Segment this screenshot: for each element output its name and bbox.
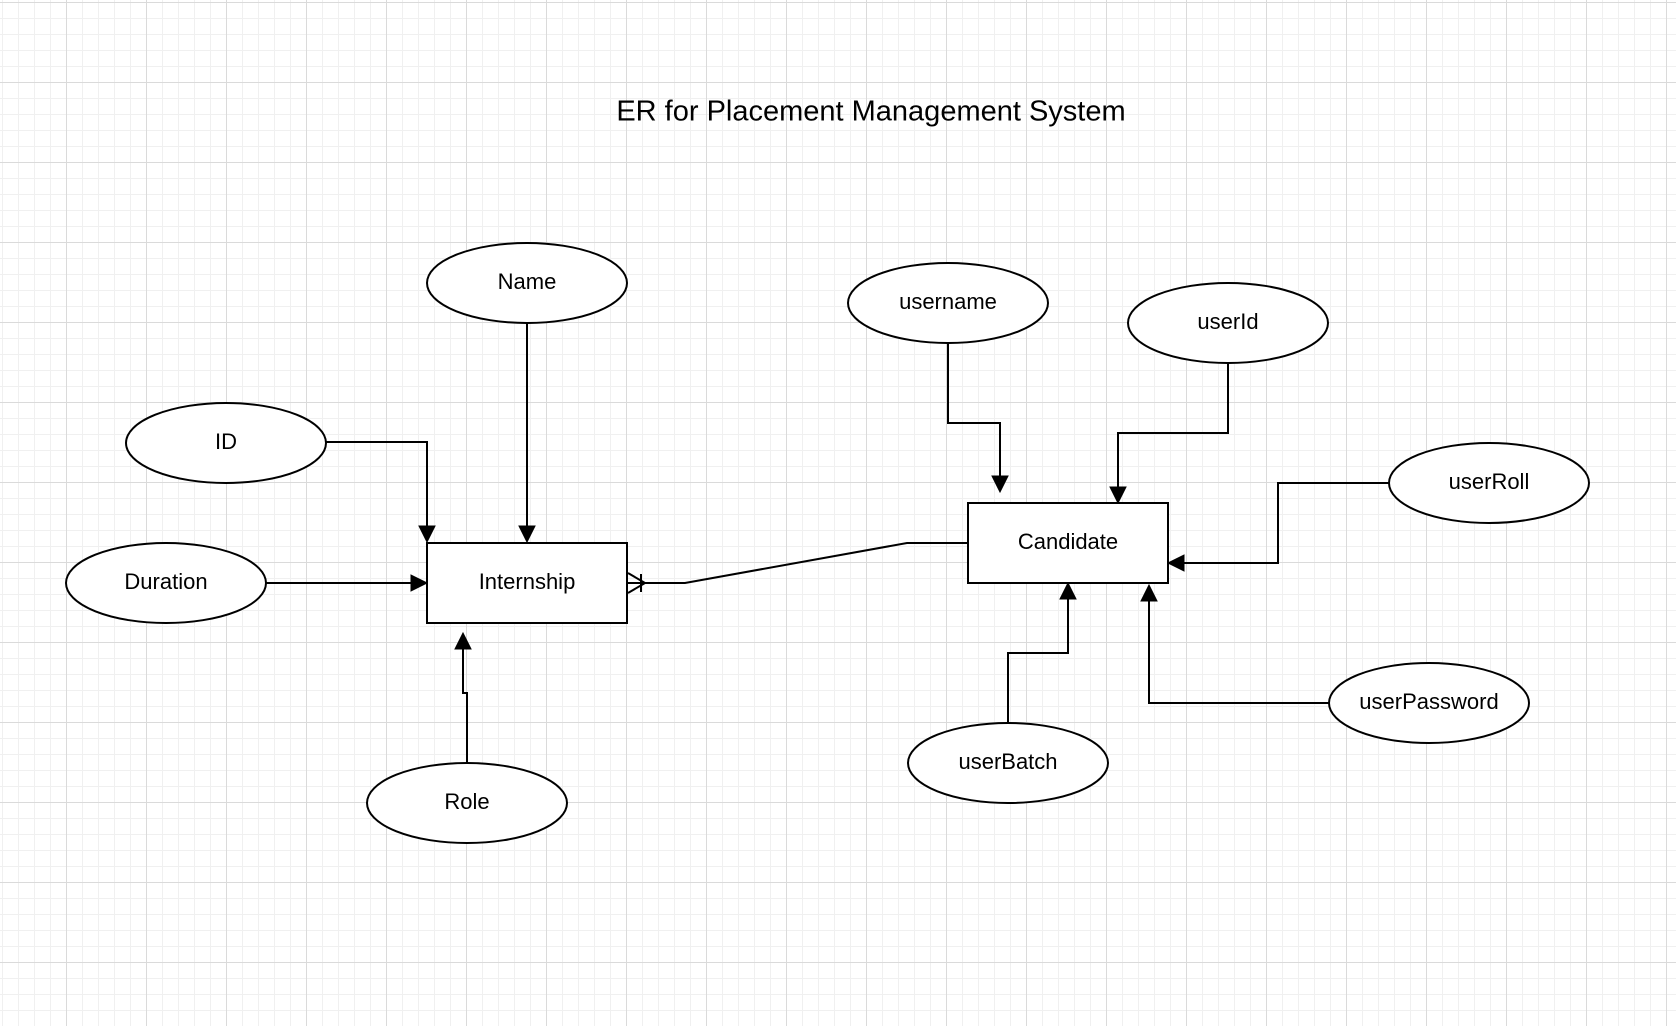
arrowhead-name-internship xyxy=(518,525,536,544)
attribute-userbatch[interactable]: userBatch xyxy=(907,722,1109,804)
attribute-name[interactable]: Name xyxy=(426,242,628,324)
entity-candidate-label: Candidate xyxy=(1018,529,1118,554)
attribute-userid-label: userId xyxy=(1197,309,1258,334)
attribute-userid[interactable]: userId xyxy=(1127,282,1329,364)
attribute-userpassword[interactable]: userPassword xyxy=(1328,662,1530,744)
attribute-id-label: ID xyxy=(215,429,237,454)
arrowhead-userpassword-candidate xyxy=(1140,583,1158,602)
attribute-role[interactable]: Role xyxy=(366,762,568,844)
connector-id-internship xyxy=(326,441,428,532)
connector-username-candidate xyxy=(947,343,1001,481)
attribute-duration-label: Duration xyxy=(124,569,207,594)
entity-candidate[interactable]: Candidate xyxy=(967,502,1169,584)
attribute-username[interactable]: username xyxy=(847,262,1049,344)
arrowhead-userroll-candidate xyxy=(1166,554,1185,572)
arrowhead-id-internship xyxy=(418,525,436,544)
entity-internship[interactable]: Internship xyxy=(426,542,628,624)
attribute-id[interactable]: ID xyxy=(125,402,327,484)
connector-userroll-candidate xyxy=(1180,482,1389,564)
attribute-username-label: username xyxy=(899,289,997,314)
attribute-duration[interactable]: Duration xyxy=(65,542,267,624)
connector-userid-candidate xyxy=(1117,363,1229,492)
connector-role-internship xyxy=(462,644,468,763)
arrowhead-userid-candidate xyxy=(1109,486,1127,505)
attribute-userpassword-label: userPassword xyxy=(1359,689,1498,714)
arrowhead-username-candidate xyxy=(991,475,1009,494)
arrowhead-userbatch-candidate xyxy=(1059,581,1077,600)
crowfoot-many-marker xyxy=(627,572,646,594)
attribute-userbatch-label: userBatch xyxy=(958,749,1057,774)
relationship-candidate-internship xyxy=(628,542,968,584)
entity-internship-label: Internship xyxy=(479,569,576,594)
arrowhead-duration-internship xyxy=(410,574,429,592)
connector-userbatch-candidate xyxy=(1007,596,1069,723)
attribute-userroll[interactable]: userRoll xyxy=(1388,442,1590,524)
attribute-name-label: Name xyxy=(498,269,557,294)
arrowhead-role-internship xyxy=(454,631,472,650)
connector-userpassword-candidate xyxy=(1148,598,1329,704)
attribute-role-label: Role xyxy=(444,789,489,814)
diagram-title: ER for Placement Management System xyxy=(616,96,1125,128)
attribute-userroll-label: userRoll xyxy=(1449,469,1530,494)
